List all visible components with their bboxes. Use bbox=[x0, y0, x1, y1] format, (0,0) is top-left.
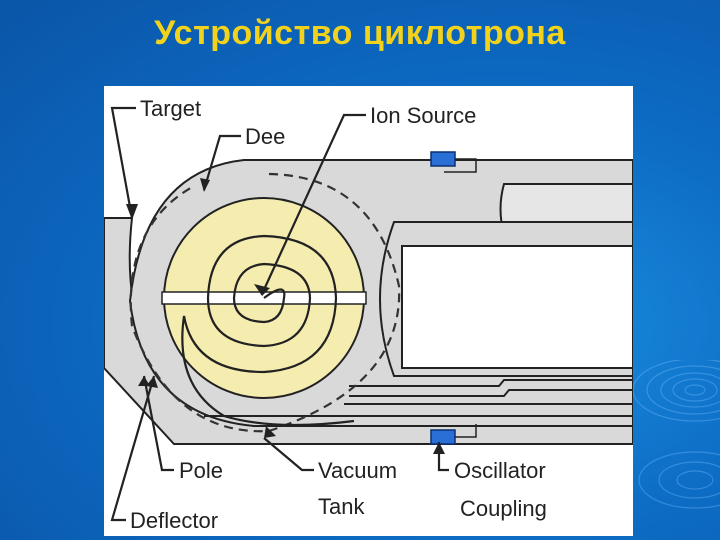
oscillator-coupler-top bbox=[430, 151, 456, 167]
label-vacuum: Vacuum bbox=[318, 458, 397, 483]
leader-lines bbox=[110, 106, 449, 522]
arrowheads bbox=[126, 178, 445, 454]
label-dee: Dee bbox=[245, 124, 285, 149]
slide-title: Устройство циклотрона bbox=[154, 14, 566, 52]
coupler-connectors bbox=[444, 158, 477, 438]
label-tank: Tank bbox=[318, 494, 365, 519]
inner-window-opening bbox=[401, 245, 633, 369]
oscillator-coupler-bottom bbox=[430, 429, 456, 445]
label-coupling: Coupling bbox=[460, 496, 547, 521]
label-deflector: Deflector bbox=[130, 508, 218, 533]
label-oscillator: Oscillator bbox=[454, 458, 546, 483]
label-ion-source: Ion Source bbox=[370, 103, 476, 128]
water-ripple-decoration bbox=[632, 360, 720, 509]
label-target: Target bbox=[140, 96, 201, 121]
cyclotron-diagram-panel: Target Dee Ion Source Pole Vacuum Tank O… bbox=[104, 86, 633, 536]
ion-spiral-path bbox=[181, 234, 355, 427]
cyclotron-diagram: Target Dee Ion Source Pole Vacuum Tank O… bbox=[104, 96, 633, 533]
label-pole: Pole bbox=[179, 458, 223, 483]
beam-channel-lines bbox=[204, 379, 633, 417]
